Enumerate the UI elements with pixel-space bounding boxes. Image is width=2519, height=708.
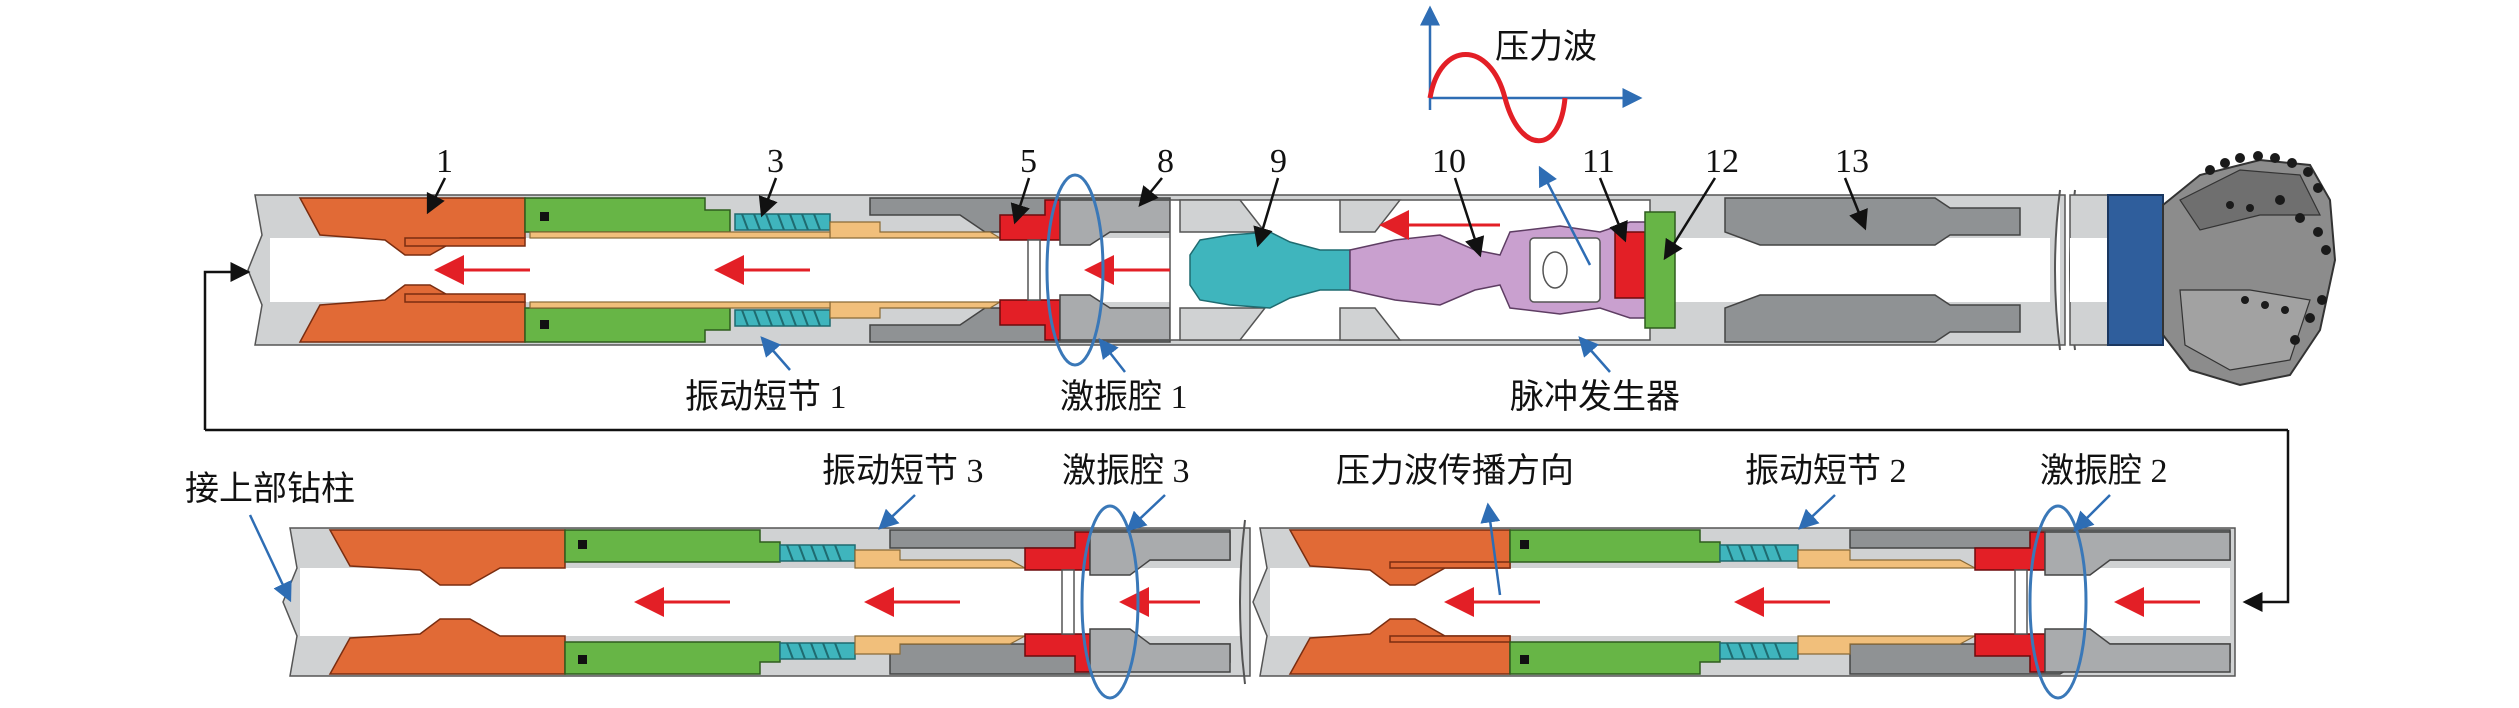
upper-string-label: 接上部钻柱 bbox=[185, 470, 355, 508]
bl-tan-liner-lower bbox=[854, 635, 1026, 655]
pdc-drill-bit bbox=[2107, 151, 2337, 387]
vib-sub-2-label: 振动短节 2 bbox=[1745, 452, 1907, 490]
br-tan-liner-lower bbox=[1797, 635, 1976, 655]
seal-dot bbox=[540, 320, 549, 329]
loop-left bbox=[203, 262, 251, 430]
leader-pulse-generator bbox=[1578, 336, 1611, 373]
part11-valve bbox=[1614, 231, 1646, 299]
leader-11 bbox=[1598, 177, 1628, 243]
leader-vib-sub-2 bbox=[1798, 494, 1836, 530]
pipe-break bbox=[1239, 519, 1246, 685]
br-tan-liner-upper bbox=[1797, 549, 1976, 569]
br-spring-lower bbox=[1719, 642, 1799, 660]
leader-13 bbox=[1843, 177, 1868, 231]
part9-rotor bbox=[1189, 231, 1351, 309]
pulse-generator-label: 脉冲发生器 bbox=[1510, 378, 1680, 416]
exc-cavity-1-label: 激振腔 1 bbox=[1060, 378, 1188, 416]
leader-exc-cavity-2 bbox=[2073, 494, 2111, 532]
leader-upper-string bbox=[248, 514, 292, 603]
leader-vib-sub-1 bbox=[760, 336, 791, 371]
leader-exc-cavity-3 bbox=[1126, 494, 1166, 532]
sub1-tan-lining bbox=[529, 301, 831, 309]
bottom-left-assembly bbox=[282, 504, 1251, 700]
br-coupling bbox=[2044, 531, 2231, 673]
leader-8 bbox=[1138, 177, 1163, 207]
leader-12 bbox=[1663, 177, 1717, 261]
bl-spring-upper bbox=[779, 544, 856, 562]
br-green-sleeve-lower bbox=[1509, 641, 1721, 675]
exc-cavity-2-label: 激振腔 2 bbox=[2040, 452, 2168, 490]
part5-spacer bbox=[1027, 239, 1041, 301]
loop-right bbox=[2242, 430, 2290, 612]
exc-cavity-1-ellipse bbox=[1045, 173, 1105, 367]
part-number-13: 13 bbox=[1835, 143, 1869, 180]
exc-cavity-2-ellipse bbox=[2028, 504, 2088, 700]
bl-spring-lower bbox=[779, 642, 856, 660]
leader-propagation-direction bbox=[1480, 502, 1502, 596]
bl-coupling bbox=[1089, 531, 1231, 673]
sub1-green-sleeve-lower bbox=[524, 307, 731, 343]
leader-3 bbox=[758, 177, 778, 218]
vib-sub-1-label: 振动短节 1 bbox=[685, 378, 847, 416]
part-number-1: 1 bbox=[436, 143, 453, 180]
leader-10 bbox=[1453, 177, 1485, 258]
bl-green-sleeve-upper bbox=[564, 529, 781, 563]
generator-port bbox=[1542, 251, 1568, 289]
part1-lining-upper bbox=[404, 237, 526, 247]
part-number-3: 3 bbox=[767, 143, 784, 180]
sub1-green-sleeve-upper bbox=[524, 197, 731, 233]
part12-nozzle bbox=[1644, 211, 1676, 329]
leader-exc-cavity-1 bbox=[1098, 338, 1126, 373]
part3-spring-lower bbox=[734, 309, 831, 327]
bl-green-sleeve-lower bbox=[564, 641, 781, 675]
part-number-11: 11 bbox=[1582, 143, 1615, 180]
chamber-lining bbox=[1339, 199, 1402, 341]
seal-dot bbox=[540, 212, 549, 221]
part3-spring-upper bbox=[734, 213, 831, 231]
leader-5 bbox=[1010, 177, 1031, 225]
part13-bit-sub bbox=[1724, 197, 2021, 343]
vib-sub-3-label: 振动短节 3 bbox=[822, 452, 984, 490]
part-number-8: 8 bbox=[1157, 143, 1174, 180]
bottom-callouts: 接上部钻柱 振动短节 3 激振腔 3 压力波传播方向 振动短节 2 激振腔 2 bbox=[185, 452, 2168, 603]
pressure-wave-symbol: 压力波 bbox=[1420, 5, 1643, 266]
sub1-tan-lining bbox=[529, 231, 831, 239]
part1-lining-lower bbox=[404, 293, 526, 303]
bl-tan-liner-upper bbox=[854, 549, 1026, 569]
part-number-12: 12 bbox=[1705, 143, 1739, 180]
leader-1 bbox=[426, 177, 447, 215]
wave-curve bbox=[1427, 52, 1568, 143]
part-number-10: 10 bbox=[1432, 143, 1466, 180]
propagation-direction-label: 压力波传播方向 bbox=[1336, 452, 1574, 490]
leader-9 bbox=[1253, 177, 1280, 248]
br-green-sleeve-upper bbox=[1509, 529, 1721, 563]
top-assembly bbox=[247, 151, 2337, 387]
pressure-wave-label: 压力波 bbox=[1495, 28, 1597, 66]
exc-cavity-3-ellipse bbox=[1080, 504, 1140, 700]
part-number-labels: 1 3 5 8 9 10 11 12 13 bbox=[426, 143, 1869, 261]
part-number-9: 9 bbox=[1270, 143, 1287, 180]
bit-shank bbox=[2107, 194, 2164, 346]
pressure-wave-leader bbox=[1538, 165, 1592, 266]
leader-vib-sub-3 bbox=[878, 494, 916, 530]
top-callouts: 振动短节 1 激振腔 1 脉冲发生器 bbox=[685, 336, 1680, 416]
br-spring-upper bbox=[1719, 544, 1799, 562]
bottom-right-assembly bbox=[1252, 504, 2236, 700]
part-number-5: 5 bbox=[1020, 143, 1037, 180]
exc-cavity-3-label: 激振腔 3 bbox=[1062, 452, 1190, 490]
